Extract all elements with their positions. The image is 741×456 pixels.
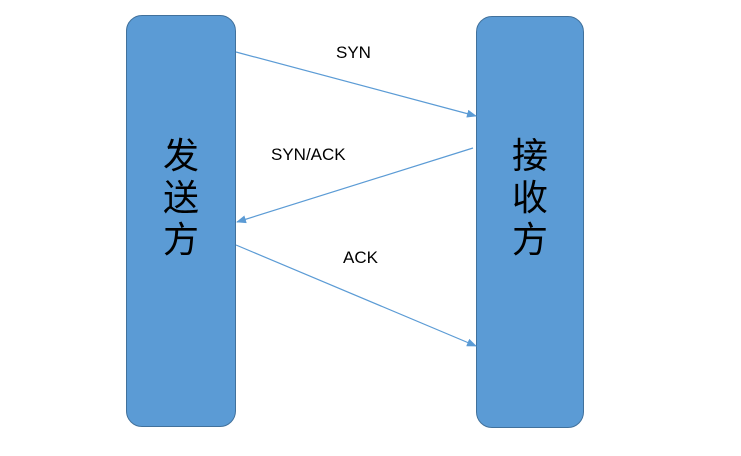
sender-box: 发送方 xyxy=(126,15,236,427)
synack-label: SYN/ACK xyxy=(271,145,346,164)
receiver-box: 接收方 xyxy=(476,16,584,428)
ack-label: ACK xyxy=(343,248,378,267)
sender-label: 发送方 xyxy=(162,136,199,261)
syn-label: SYN xyxy=(336,43,371,62)
receiver-label: 接收方 xyxy=(511,136,548,261)
